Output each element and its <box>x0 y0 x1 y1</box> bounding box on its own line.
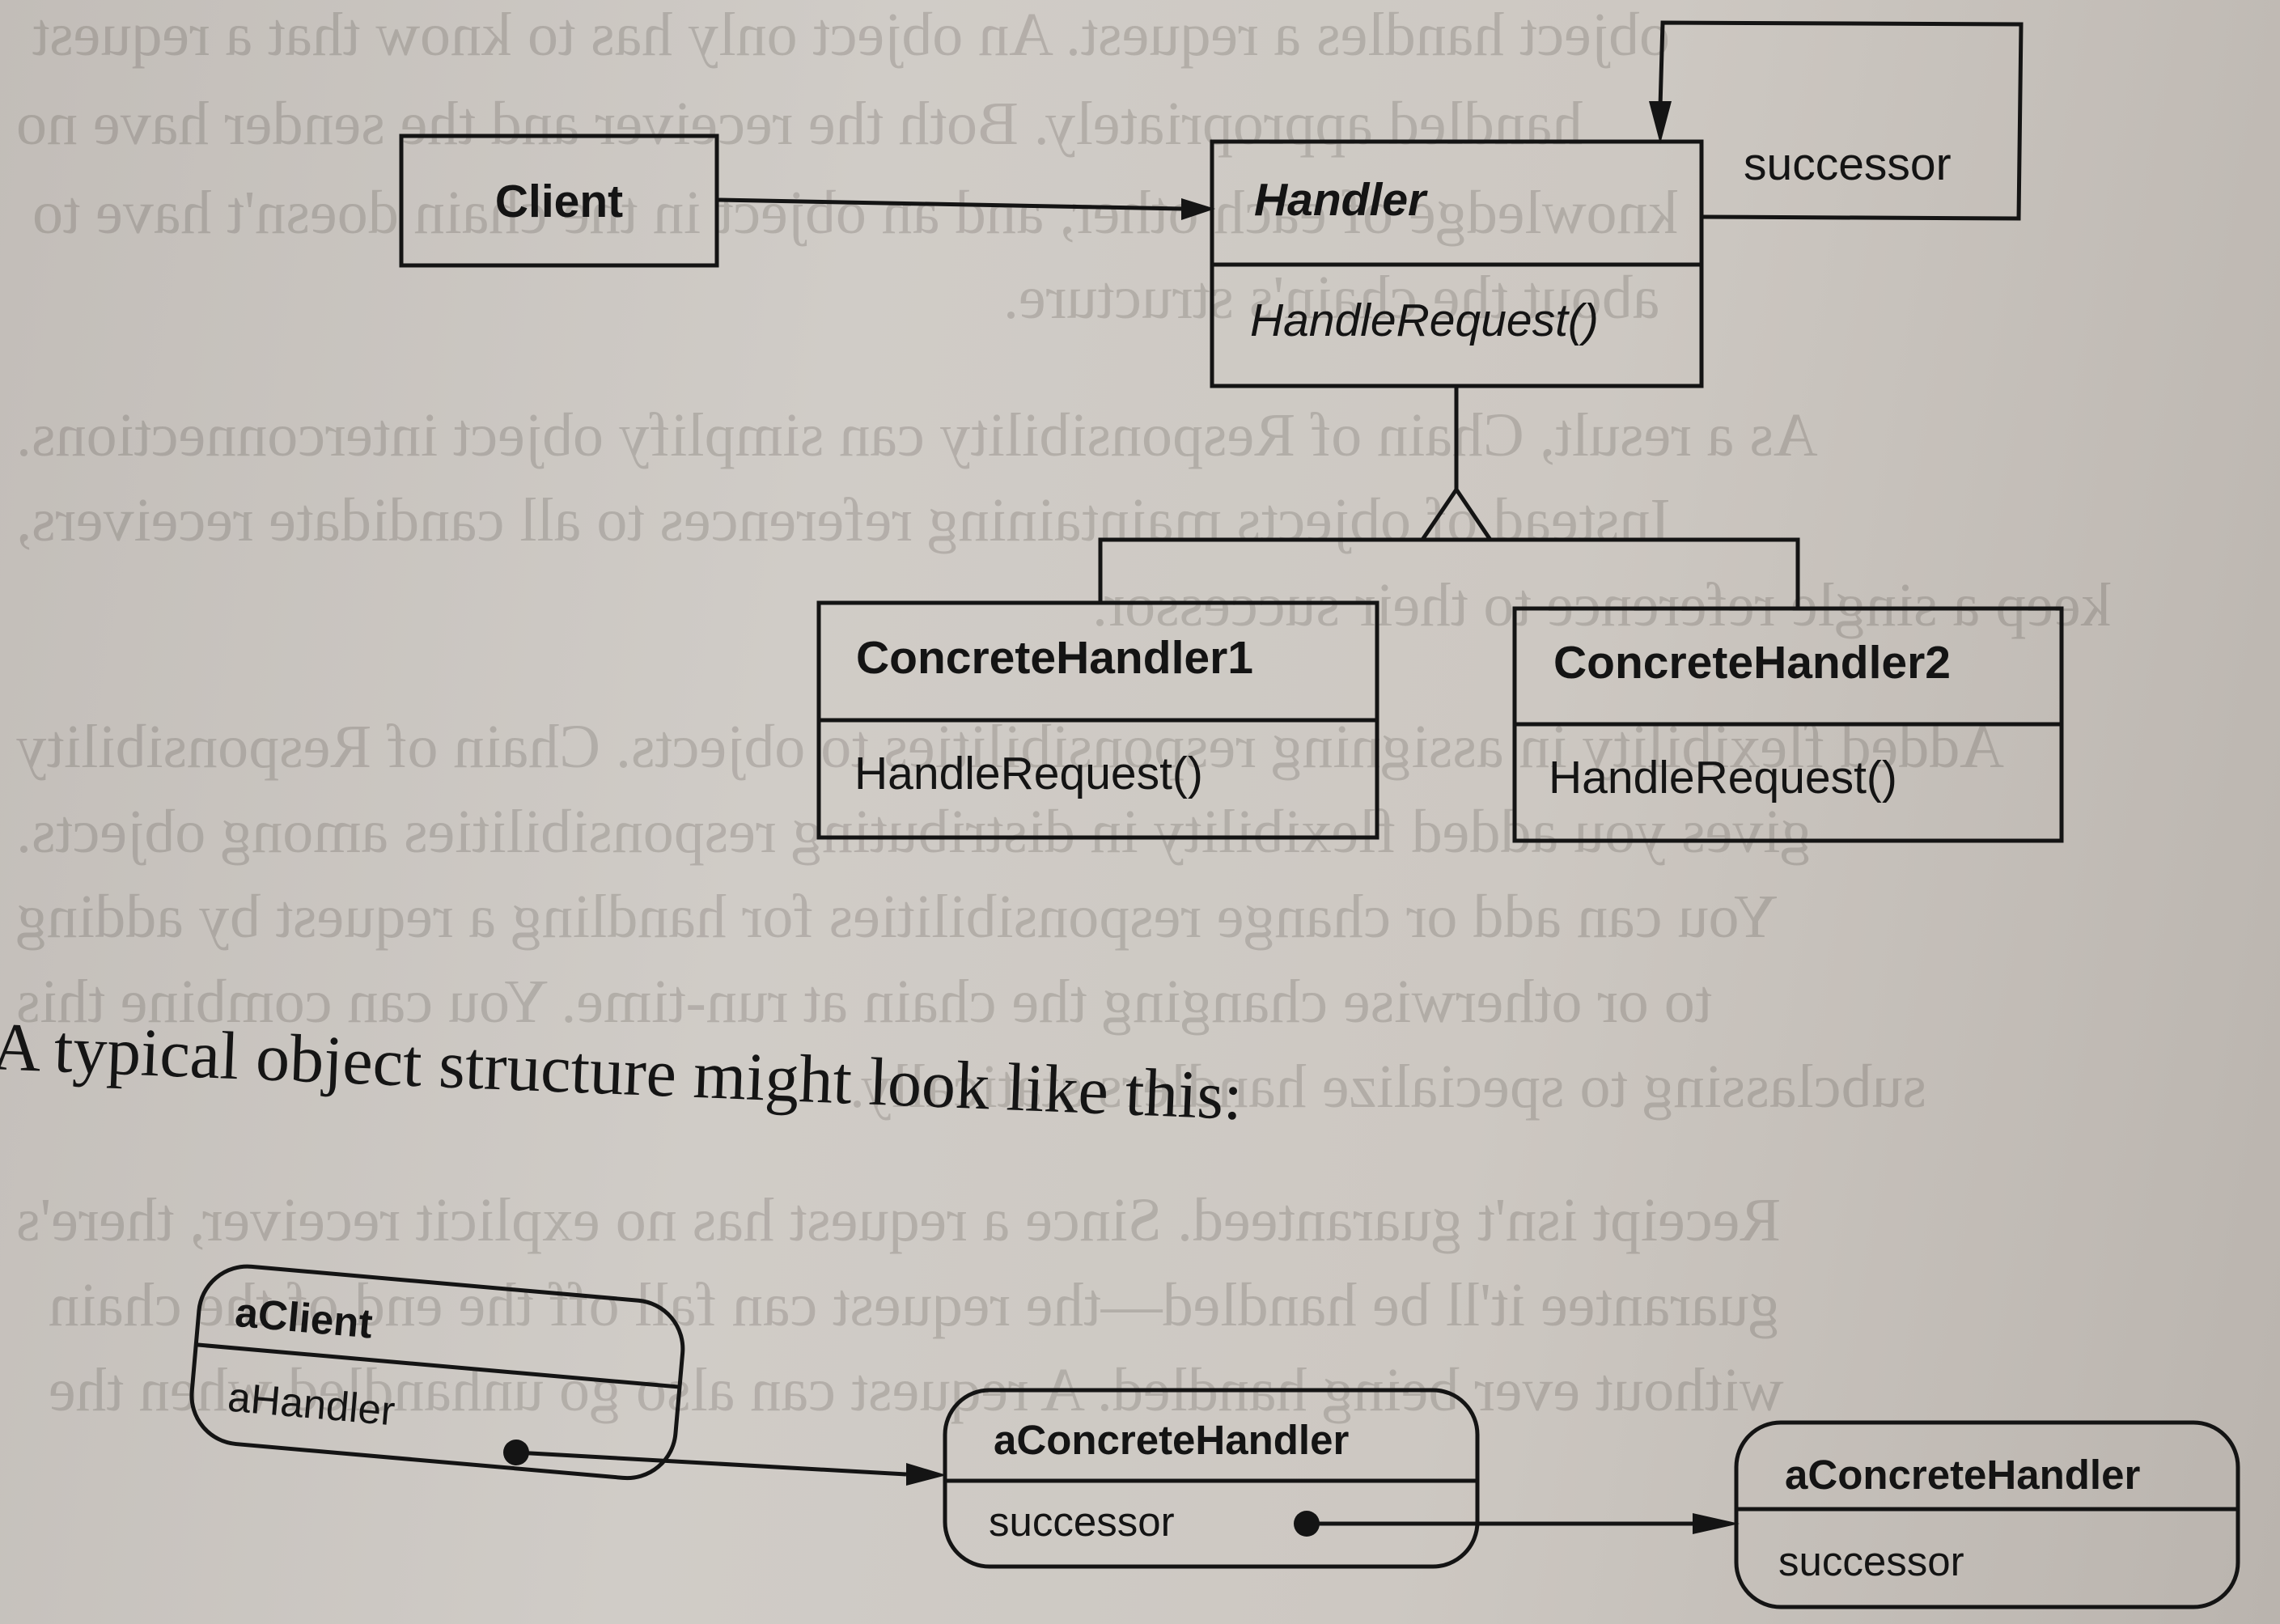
successor-self-association: successor <box>1649 20 2024 221</box>
successor-association-label: successor <box>1744 138 1952 190</box>
client-class: Client <box>399 134 719 268</box>
handler-operation: HandleRequest() <box>1250 295 1599 346</box>
a-concrete-handler-1-successor-field: successor <box>989 1499 1175 1545</box>
a-client-object: aClient aHandler <box>189 1264 685 1481</box>
a-concrete-handler-2-box <box>1734 1420 2240 1609</box>
a-client-object-box <box>189 1264 685 1481</box>
a-concrete-handler-2-name: aConcreteHandler <box>1785 1452 2140 1498</box>
successor-reference-arrow <box>1294 1511 1740 1537</box>
client-class-name: Client <box>495 176 623 227</box>
client-handler-association <box>716 197 1215 220</box>
handler-class: Handler HandleRequest() <box>1210 139 1704 388</box>
handler-class-name: Handler <box>1254 174 1428 226</box>
concrete-handler-1-name: ConcreteHandler1 <box>856 632 1253 684</box>
concrete-handler-2-class: ConcreteHandler2 HandleRequest() <box>1512 606 2064 843</box>
a-concrete-handler-2-successor-field: successor <box>1778 1538 1964 1584</box>
a-concrete-handler-1-name: aConcreteHandler <box>994 1417 1349 1463</box>
concrete-handler-2-operation: HandleRequest() <box>1549 752 1897 804</box>
concrete-handler-1-class: ConcreteHandler1 HandleRequest() <box>816 600 1379 840</box>
a-concrete-handler-1-box <box>943 1388 1480 1569</box>
a-client-handler-field: aHandler <box>226 1374 396 1435</box>
a-concrete-handler-2-object: aConcreteHandler successor <box>1734 1420 2240 1609</box>
a-handler-reference-arrow <box>503 1440 947 1486</box>
a-client-object-name: aClient <box>233 1289 374 1347</box>
a-concrete-handler-1-object: aConcreteHandler successor <box>943 1388 1480 1569</box>
concrete-handler-2-name: ConcreteHandler2 <box>1553 637 1951 689</box>
concrete-handler-1-operation: HandleRequest() <box>854 748 1203 799</box>
a-client-object-divider <box>196 1342 680 1389</box>
generalization-arrow <box>1098 386 1800 608</box>
